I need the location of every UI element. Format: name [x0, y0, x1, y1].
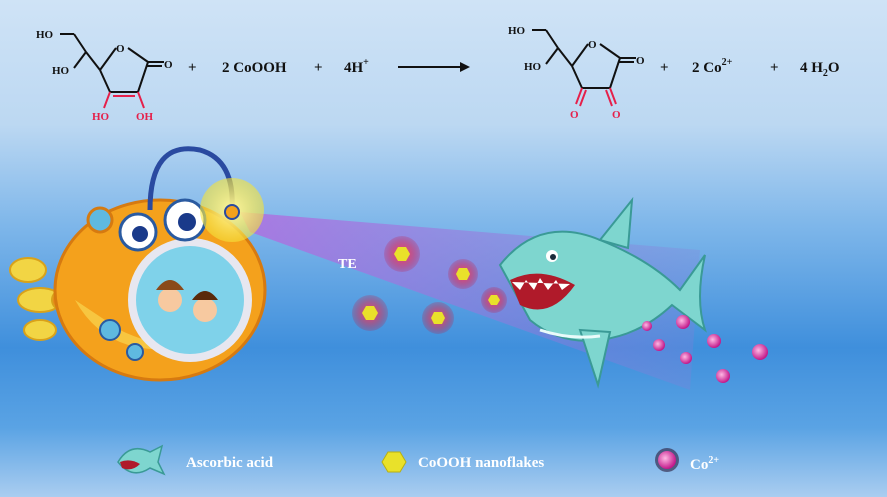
label-ho: HO: [52, 65, 70, 77]
plus-sign: +: [770, 60, 779, 76]
co-ion: [752, 344, 768, 360]
nanoflake-1: [384, 236, 420, 272]
label-o: O: [570, 109, 579, 121]
nanoflake-3: [352, 295, 388, 331]
ascorbic-acid-structure: [60, 33, 164, 109]
legend-label-nanoflakes: CoOOH nanoflakes: [418, 455, 545, 471]
legend: [117, 444, 679, 476]
label-ho: HO: [508, 25, 526, 37]
shark-illustration: [498, 196, 707, 389]
beam-label: TE: [338, 257, 357, 272]
label-o: O: [612, 109, 621, 121]
label-ho: HO: [524, 61, 542, 73]
plus-sign: +: [660, 60, 669, 76]
hexagon-icon: [381, 451, 407, 473]
product-water: 4 H2O: [800, 60, 840, 79]
label-o: O: [636, 55, 645, 67]
co-ion: [642, 321, 652, 331]
nanoflake-4: [422, 302, 454, 334]
co-ion: [707, 334, 721, 348]
co-ion: [676, 315, 690, 329]
cartoon-scene: TE: [9, 146, 768, 390]
label-oh: OH: [136, 111, 154, 123]
reaction-equation: HO HO O O HO OH + 2 CoOOH + 4H+: [36, 25, 840, 123]
submarine-illustration: [9, 146, 267, 382]
legend-label-ascorbic-acid: Ascorbic acid: [186, 455, 274, 471]
label-o: O: [164, 59, 173, 71]
plus-sign: +: [188, 60, 197, 76]
label-ho: HO: [36, 29, 54, 41]
label-o: O: [588, 39, 597, 51]
co-ion: [716, 369, 730, 383]
co-ion: [680, 352, 692, 364]
label-o: O: [116, 43, 125, 55]
nanoflake-2: [448, 259, 478, 289]
dehydroascorbic-acid-structure: [532, 29, 636, 107]
label-ho: HO: [92, 111, 110, 123]
reactant-proton: 4H+: [344, 57, 369, 76]
reactant-cooh: 2 CoOOH: [222, 60, 287, 76]
nanoflake-5: [481, 287, 507, 313]
plus-sign: +: [314, 60, 323, 76]
co-ion: [653, 339, 665, 351]
sphere-icon: [655, 448, 679, 472]
shark-icon: [117, 444, 166, 476]
product-cobalt: 2 Co2+: [692, 57, 733, 76]
legend-label-co-ion: Co2+: [690, 455, 720, 473]
reaction-arrow: [398, 62, 470, 72]
